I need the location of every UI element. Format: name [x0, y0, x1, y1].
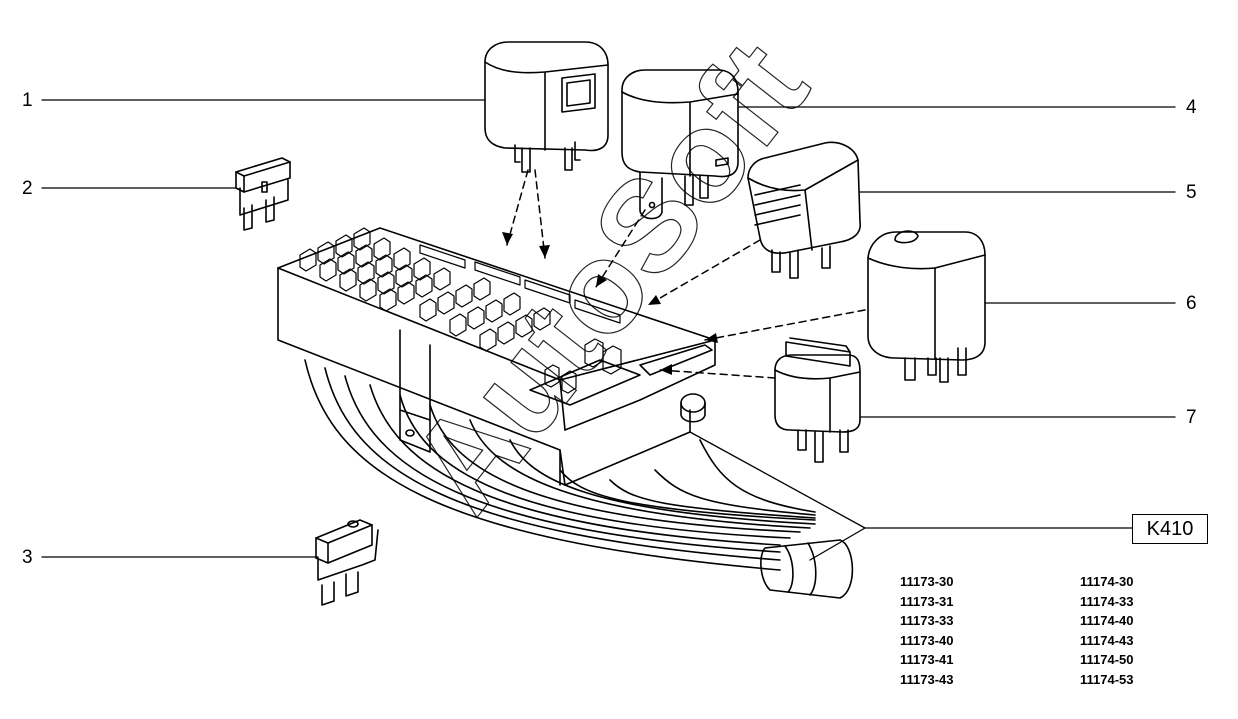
callout-3: 3	[22, 547, 33, 568]
fuse-relay-box	[277, 227, 716, 486]
model-code: 11173-43	[900, 671, 954, 687]
insertion-arrows	[506, 169, 866, 379]
model-code: 11174-50	[1080, 652, 1134, 667]
callout-5: 5	[1186, 182, 1197, 203]
callout-7: 7	[1186, 407, 1197, 428]
relay-4	[621, 69, 739, 220]
relay-5	[747, 141, 862, 279]
callout-2: 2	[22, 178, 33, 199]
model-code: 11174-40	[1080, 613, 1134, 628]
model-code: 11173-41	[900, 652, 954, 667]
callout-6: 6	[1186, 293, 1197, 314]
model-codes-right: 11174-30 11174-33 11174-40 11174-43 1117…	[1080, 572, 1134, 689]
model-code: 11173-33	[900, 613, 954, 628]
leader-lines	[41, 99, 1176, 561]
model-code: 11174-30	[1080, 574, 1134, 589]
fuse-3	[315, 519, 379, 606]
wiring-harness	[304, 359, 854, 599]
model-code: 11173-30	[900, 574, 954, 589]
relay-6	[867, 230, 986, 383]
model-codes-left: 11173-30 11173-31 11173-33 11173-40 1117…	[900, 572, 954, 689]
relay-7	[774, 337, 861, 463]
fuse-2	[235, 157, 291, 231]
model-code: 11174-33	[1080, 593, 1134, 609]
model-code: 11173-31	[900, 593, 954, 609]
model-code: 11174-43	[1080, 632, 1134, 648]
callout-1: 1	[22, 90, 33, 111]
arrowheads	[502, 232, 718, 375]
reference-box: K410	[1132, 514, 1208, 544]
model-code: 11174-53	[1080, 671, 1134, 687]
callout-4: 4	[1186, 97, 1197, 118]
relay-1	[484, 41, 609, 173]
model-code: 11173-40	[900, 632, 954, 648]
